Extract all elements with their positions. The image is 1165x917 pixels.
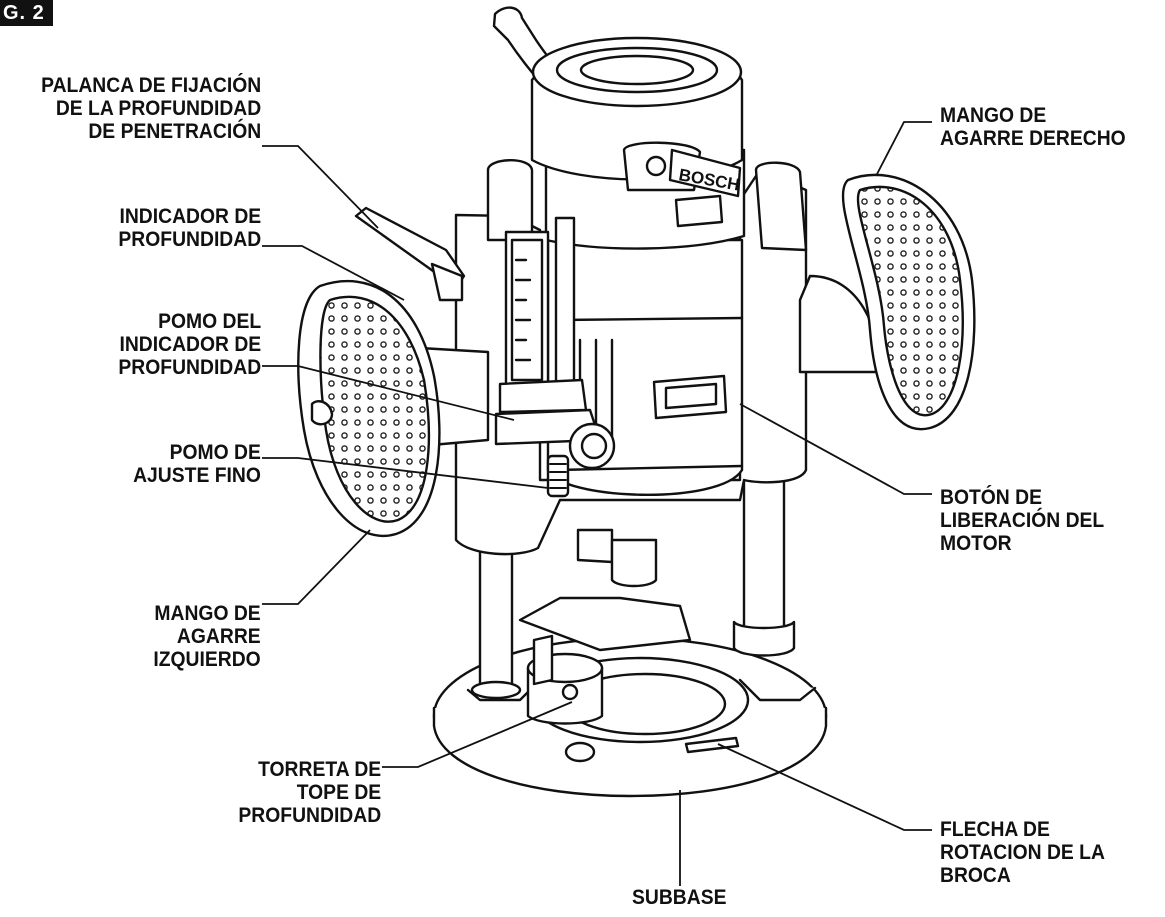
fine-adjust-knob	[546, 454, 570, 498]
leader-pomo-ajuste	[262, 457, 549, 489]
guide-posts	[470, 478, 796, 700]
figure-tag: G. 2	[0, 0, 53, 26]
collet	[576, 528, 658, 588]
leader-lines	[262, 121, 932, 886]
leader-mango-der	[875, 121, 932, 177]
depth-indicator	[498, 216, 588, 414]
leader-indicador	[262, 245, 405, 301]
rotation-arrow-plate	[684, 736, 740, 754]
leader-pomo-indicador	[262, 365, 515, 421]
label-subbase: SUBBASE	[632, 886, 727, 909]
depth-indicator-knob	[494, 408, 616, 470]
leader-mango-izq	[262, 529, 371, 605]
motor-release-button	[652, 374, 728, 420]
leader-flecha	[717, 743, 932, 831]
leader-torreta	[382, 701, 573, 768]
leader-palanca	[262, 145, 379, 229]
brand-badge	[668, 148, 742, 198]
left-handle	[297, 280, 490, 537]
leader-boton	[739, 403, 932, 495]
depth-lock-lever	[354, 206, 466, 302]
right-handle	[798, 173, 976, 431]
depth-stop-turret	[526, 634, 604, 725]
